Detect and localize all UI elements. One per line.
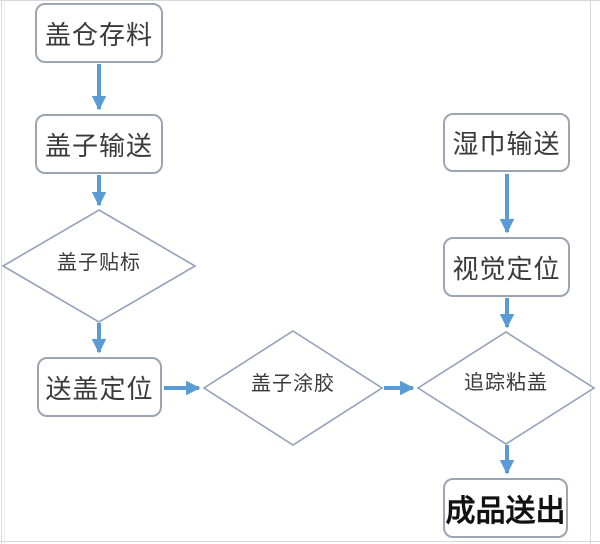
node-product-out: 成品送出: [443, 478, 568, 538]
frame-line-left-inner: [4, 0, 5, 544]
node-send-cover-position: 送盖定位: [37, 357, 162, 417]
node-cover-convey-label: 盖子输送: [44, 130, 153, 161]
frame-line-left: [1, 0, 2, 544]
node-vision-position-label: 视觉定位: [452, 253, 561, 284]
node-cover-convey: 盖子输送: [35, 114, 163, 174]
node-product-out-label: 成品送出: [445, 494, 566, 529]
node-vision-position: 视觉定位: [443, 237, 570, 297]
frame-line-right: [590, 0, 591, 544]
node-cover-storage: 盖仓存料: [35, 3, 163, 63]
node-wipes-convey: 湿巾输送: [443, 113, 570, 172]
frame-line-top: [0, 0, 600, 1]
diamond-cover-glue: [202, 330, 384, 446]
frame-line-bottom: [0, 541, 600, 542]
node-wipes-convey-label: 湿巾输送: [452, 129, 561, 159]
diamond-cover-label: [1, 209, 197, 323]
diamond-track-stick: [416, 331, 596, 445]
node-send-cover-position-label: 送盖定位: [45, 373, 154, 404]
node-cover-storage-label: 盖仓存料: [44, 19, 153, 50]
